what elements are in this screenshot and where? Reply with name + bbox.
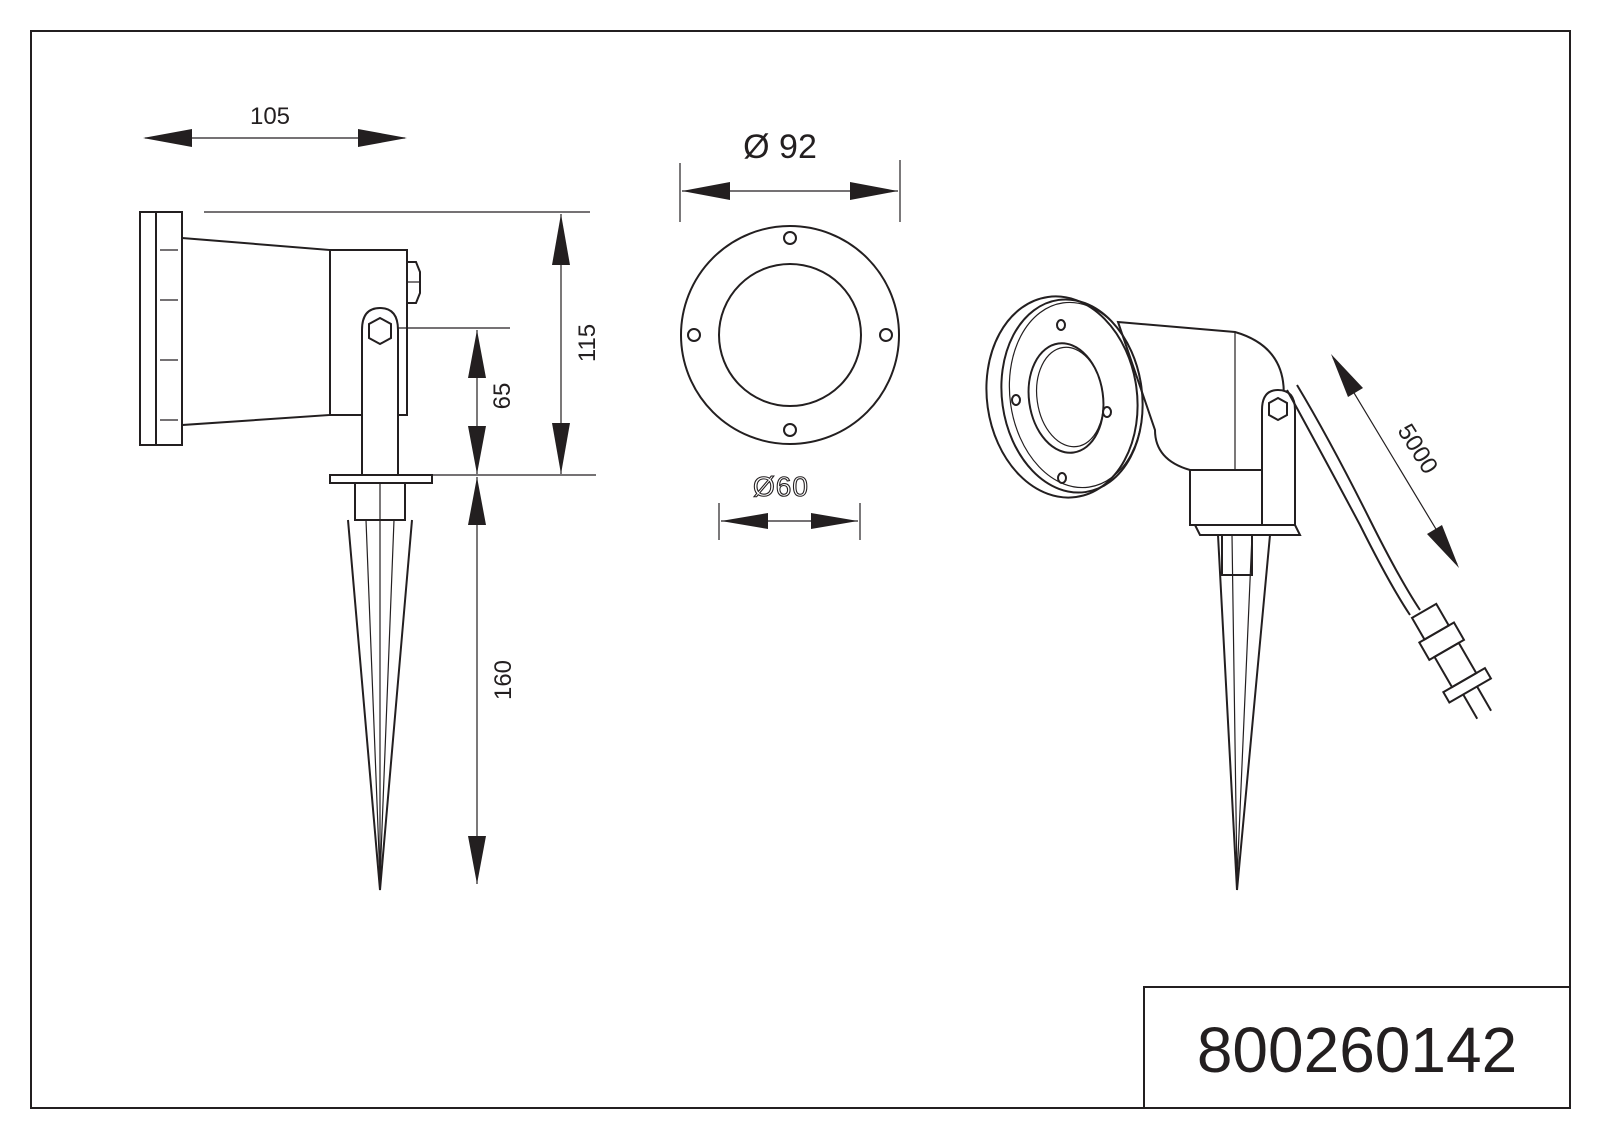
side-view: 105 115 65 160 xyxy=(139,103,601,891)
dim-line-spike-length xyxy=(468,477,486,884)
dim-label-cable-length: 5000 xyxy=(1392,419,1443,479)
title-block: 800260142 xyxy=(1143,986,1571,1109)
dim-line-width xyxy=(143,129,407,147)
front-view: Ø 92 Ø60 xyxy=(679,128,901,540)
dim-line-outer-diameter xyxy=(682,182,898,200)
dim-label-pivot-height: 65 xyxy=(489,383,516,410)
dim-line-total-height xyxy=(552,214,570,474)
dim-label-width: 105 xyxy=(250,103,290,130)
dim-label-lens-diameter: Ø60 xyxy=(753,471,809,502)
perspective-view: 5000 xyxy=(985,295,1493,891)
dim-label-spike-length: 160 xyxy=(490,660,517,700)
dim-line-pivot-height xyxy=(468,330,486,474)
article-number: 800260142 xyxy=(1197,1014,1517,1086)
dim-line-lens-diameter xyxy=(721,513,858,529)
dim-label-outer-diameter: Ø 92 xyxy=(743,128,817,166)
drawing-frame xyxy=(30,30,1571,1109)
dim-label-total-height: 115 xyxy=(574,324,601,362)
dim-line-cable-length xyxy=(1331,354,1459,568)
